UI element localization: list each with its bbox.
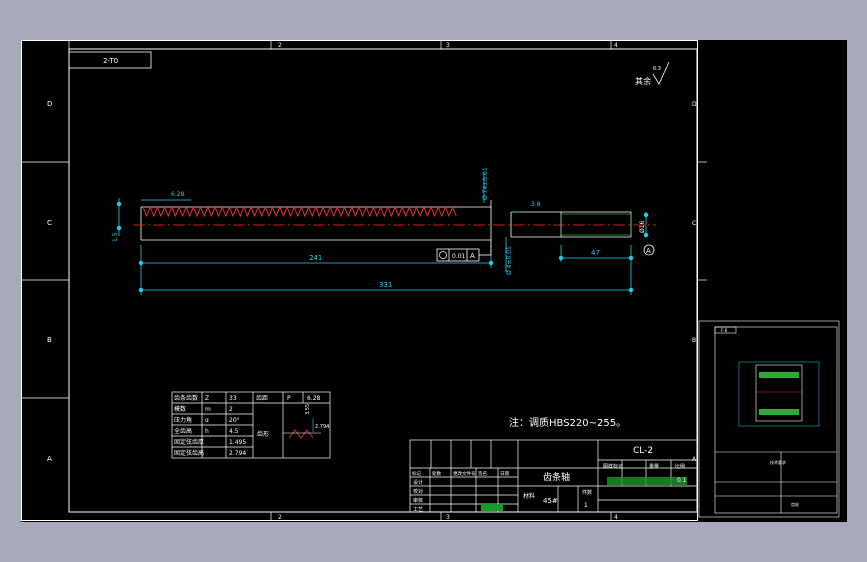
header-scale: 比例 xyxy=(675,463,685,470)
title-block-role: 设计 xyxy=(413,479,423,486)
rack-teeth xyxy=(142,205,457,218)
param-cell: 固定弦齿厚 xyxy=(174,438,204,446)
title-block-header-cell: 签名 xyxy=(478,470,487,477)
thumb-label: F-6 xyxy=(721,328,728,333)
title-block-header-cell: 处数 xyxy=(432,470,441,477)
fcf-value: 0.01 xyxy=(452,253,466,260)
count-value: 1 xyxy=(584,502,588,509)
drawing-canvas[interactable]: 2 3 4 2 3 4 D C B A D C B A 2-T0 其余 6.3 xyxy=(21,40,847,522)
scale-value: 0.1 xyxy=(677,477,687,484)
dim-right-dia: Ø16 xyxy=(639,220,646,233)
zone-number-bottom-3: 3 xyxy=(446,514,450,521)
datum-label: A xyxy=(646,247,651,255)
zone-number-top-3: 3 xyxy=(446,42,450,49)
param-cell: h xyxy=(205,428,209,435)
dim-right-small: 3.8 xyxy=(531,201,541,208)
material-label: 材料 xyxy=(523,492,535,500)
title-block-scale-highlight xyxy=(607,477,687,485)
param-cell: 4.5 xyxy=(229,428,239,435)
param-cell: 2.794 xyxy=(229,450,246,457)
title-block-header-cell: 更改文件号 xyxy=(453,470,476,477)
shaft-end-highlight xyxy=(560,213,632,236)
param-cell: 模数 xyxy=(174,405,186,413)
material-value: 45# xyxy=(543,497,558,505)
thumb-hatch-top xyxy=(759,372,799,378)
heat-treatment-note: 注：调质HBS220~255。 xyxy=(509,416,626,429)
zone-letter-left-a: A xyxy=(47,455,52,463)
zone-number-bottom-2: 2 xyxy=(278,514,282,521)
fcf-datum: A xyxy=(470,252,475,260)
param-cell: 齿条齿数 xyxy=(174,394,198,402)
dim-47: 47 xyxy=(591,249,600,257)
param-cell: 全齿高 xyxy=(174,427,192,435)
feature-control-frame: 0.01 A xyxy=(436,245,492,262)
tooth-profile-icon xyxy=(283,418,321,439)
inner-frame xyxy=(68,48,698,513)
thumb-note: 技术要求 xyxy=(770,459,786,465)
title-block-header-cell: 日期 xyxy=(500,471,509,477)
zone-letter-right-b: B xyxy=(692,337,696,344)
profile-dim1: 3.55 xyxy=(305,404,311,415)
roughness-symbol xyxy=(652,61,670,85)
param-table-rows: 齿条齿数 Z 33 模数 m 2 压力角 α 20° 全齿高 h 4.5 固定弦齿厚 1.495 固定弦齿高… xyxy=(174,394,246,457)
thumb-hatch-bottom xyxy=(759,409,799,415)
pitch-symbol: P xyxy=(287,395,291,402)
title-block-role: 审核 xyxy=(413,497,423,504)
roughness-note: 其余 xyxy=(635,76,651,86)
param-cell: m xyxy=(205,406,211,413)
dim-tooth-pitch: 6.28 xyxy=(171,191,185,198)
zone-number-bottom-4: 4 xyxy=(614,514,618,521)
dim-tol-top: Ø 74±0.01 xyxy=(482,167,489,200)
param-cell: Z xyxy=(205,395,209,402)
pitch-label: 齿距 xyxy=(256,394,268,402)
zone-letter-left-d: D xyxy=(47,100,52,108)
header-marking: 图样标记 xyxy=(603,463,623,470)
thumb-caption: 齿轮 xyxy=(791,501,799,507)
cad-drawing-svg: 2 3 4 2 3 4 D C B A D C B A 2-T0 其余 6.3 xyxy=(21,40,840,521)
profile-dim2: 2.794 xyxy=(315,424,329,430)
dim-331: 331 xyxy=(379,281,392,289)
zone-letter-right-c: C xyxy=(692,220,696,227)
param-cell: 33 xyxy=(229,395,237,402)
outer-frame xyxy=(21,40,698,521)
zone-letter-right-a: A xyxy=(692,456,697,463)
title-block-left-rows: 标记 处数 更改文件号签名 日期 xyxy=(412,470,509,477)
title-block-role: 工艺 xyxy=(413,507,423,513)
title-block-highlight xyxy=(481,504,503,511)
thumbnail-sheet[interactable] xyxy=(698,320,840,518)
dim-height: 1.5 xyxy=(112,232,119,242)
param-table xyxy=(171,391,331,459)
zone-number-top-4: 4 xyxy=(614,42,618,49)
count-label: 件数 xyxy=(582,489,592,496)
drawing-number: CL-2 xyxy=(633,446,653,456)
drawing-number-mirror: 2-T0 xyxy=(103,57,118,65)
param-cell: 2 xyxy=(229,406,233,413)
zone-letter-left-c: C xyxy=(47,219,52,227)
zone-number-top-2: 2 xyxy=(278,42,282,49)
dim-tol-bottom: Ø 4±0.01 xyxy=(506,246,513,275)
header-weight: 重量 xyxy=(649,463,659,470)
dimension-lines xyxy=(116,172,649,295)
roughness-value: 6.3 xyxy=(653,66,661,72)
zone-letter-left-b: B xyxy=(47,336,52,344)
param-cell: α xyxy=(205,417,209,424)
title-block-role: 校对 xyxy=(413,488,423,495)
title-block-header-cell: 标记 xyxy=(412,470,421,477)
param-cell: 20° xyxy=(229,417,240,424)
rack-shaft xyxy=(140,200,632,245)
profile-label: 齿形 xyxy=(257,430,269,438)
dim-241: 241 xyxy=(309,254,322,262)
zone-letter-right-d: D xyxy=(692,101,697,108)
drawing-number-box xyxy=(68,51,152,69)
param-cell: 固定弦齿高 xyxy=(174,449,204,457)
pitch-value: 6.28 xyxy=(307,395,321,402)
part-name: 齿条轴 xyxy=(543,471,570,483)
datum-circle xyxy=(643,244,655,256)
param-cell: 压力角 xyxy=(174,416,192,424)
param-cell: 1.495 xyxy=(229,439,246,446)
title-block xyxy=(409,439,698,513)
